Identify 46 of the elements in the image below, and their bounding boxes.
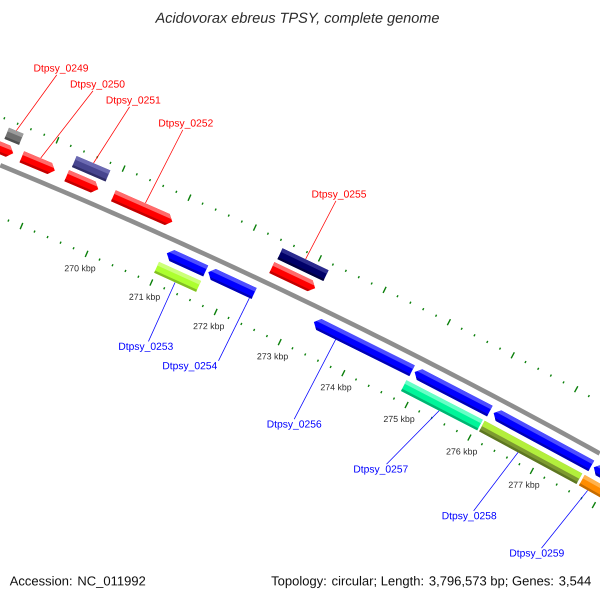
gene-label: Dtpsy_0251	[106, 96, 160, 106]
scale-label: 276 kbp	[446, 448, 477, 456]
gene-label: Dtpsy_0256	[268, 420, 322, 430]
scale-label: 273 kbp	[257, 352, 288, 362]
leader-line	[40, 90, 94, 158]
leader-line	[16, 74, 58, 131]
leader-line	[386, 410, 440, 465]
gene-bar	[277, 248, 329, 282]
gene-bar	[4, 128, 24, 145]
footer-text: Topology: circular; Length: 3,796,573 bp; Genes: 3,544	[271, 576, 591, 588]
gene-block	[208, 269, 257, 299]
title: Acidovorax ebreus TPSY, complete genome	[154, 12, 439, 26]
gene-label: Dtpsy_0253	[119, 342, 173, 352]
footer-text: Accession: NC_011992	[10, 576, 146, 588]
leader-line	[148, 282, 176, 342]
leader-line	[145, 130, 184, 204]
leader-line	[294, 339, 336, 420]
gene-block	[166, 250, 208, 276]
leader-line	[541, 490, 588, 549]
gene-label: Dtpsy_0257	[354, 465, 408, 475]
gene-block	[0, 141, 14, 157]
gene-label: Dtpsy_0249	[34, 64, 88, 74]
leader-line	[305, 200, 336, 260]
gene-label: Dtpsy_0252	[159, 119, 213, 129]
gene-block	[111, 190, 172, 225]
gene-label: Dtpsy_0250	[70, 80, 125, 90]
gene-bar	[72, 156, 110, 182]
gene-label: Dtpsy_0259	[510, 549, 564, 559]
gene-block	[494, 410, 594, 472]
scale-label: 274 kbp	[320, 384, 352, 392]
leader-line	[93, 106, 130, 164]
leader-line	[473, 452, 518, 512]
gene-bar	[578, 474, 600, 498]
scale-label: 277 kbp	[508, 481, 540, 490]
gene-label: Dtpsy_0255	[312, 190, 366, 200]
gene-block	[414, 369, 493, 416]
scale-label: 270 kbp	[64, 264, 96, 274]
gene-block	[594, 465, 600, 478]
scale-label: 271 kbp	[129, 293, 160, 302]
gene-label: Dtpsy_0254	[163, 362, 217, 372]
gene-block	[20, 151, 55, 174]
gene-label: Dtpsy_0258	[442, 512, 496, 522]
gene-block	[314, 319, 415, 376]
scale-label: 275 kbp	[384, 416, 414, 424]
scale-label: 272 kbp	[194, 322, 224, 331]
leader-line	[218, 298, 250, 362]
